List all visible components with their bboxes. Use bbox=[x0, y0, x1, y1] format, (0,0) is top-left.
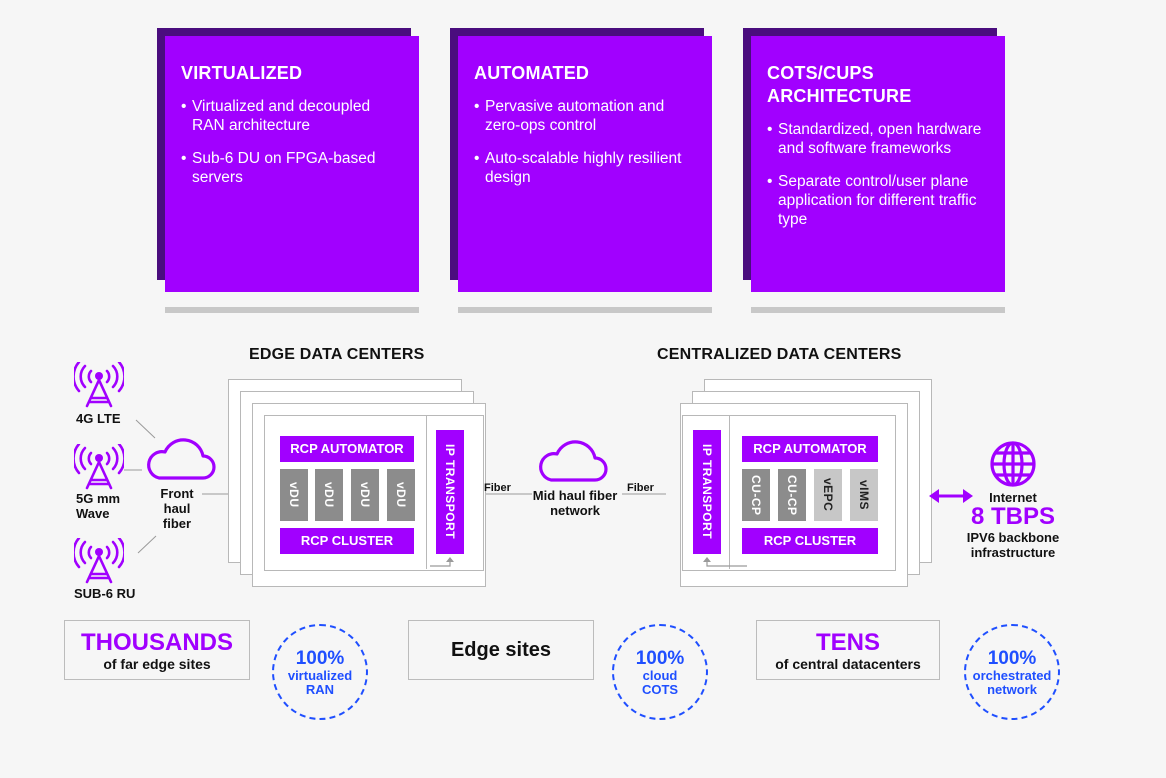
central-cu-cp: CU-CP bbox=[778, 469, 806, 521]
internet-label: Internet bbox=[989, 490, 1037, 505]
card-bullet: Separate control/user plane application … bbox=[767, 172, 989, 229]
card-bullet: Pervasive automation and zero-ops contro… bbox=[474, 97, 696, 135]
front-haul-cloud-icon bbox=[147, 438, 216, 480]
stat-tens-big: TENS bbox=[815, 629, 880, 656]
circle-label: RAN bbox=[305, 681, 335, 697]
card-underline bbox=[165, 307, 419, 313]
fiber-label-left: Fiber bbox=[484, 482, 511, 494]
card-face: VIRTUALIZED Virtualized and decoupled RA… bbox=[165, 36, 419, 292]
card-face: COTS/CUPS ARCHITECTURE Standardized, ope… bbox=[751, 36, 1005, 292]
circle-value: 100% bbox=[635, 647, 685, 669]
card-underline bbox=[458, 307, 712, 313]
card-bullet: Virtualized and decoupled RAN architectu… bbox=[181, 97, 403, 135]
tower-label-sub6: SUB-6 RU bbox=[74, 586, 136, 601]
internet-desc: IPV6 backbone infrastructure bbox=[966, 530, 1060, 560]
central-vepc: vEPC bbox=[814, 469, 842, 521]
central-cluster: RCP CLUSTER bbox=[742, 528, 878, 554]
circle-virtualized-ran: 100% virtualized RAN bbox=[272, 624, 368, 720]
circle-orchestrated-network: 100% orchestrated network bbox=[964, 624, 1060, 720]
stat-thousands-big: THOUSANDS bbox=[80, 629, 233, 656]
card-title: AUTOMATED bbox=[474, 63, 590, 83]
card-underline bbox=[751, 307, 1005, 313]
stat-thousands-small: of far edge sites bbox=[103, 656, 211, 672]
central-vims: vIMS bbox=[850, 469, 878, 521]
stat-tens: TENS of central datacenters bbox=[756, 620, 940, 680]
card-title: COTS/CUPS ARCHITECTURE bbox=[767, 63, 912, 106]
fiber-label-right: Fiber bbox=[627, 482, 654, 494]
globe-icon bbox=[990, 441, 1036, 487]
tower-icon bbox=[74, 362, 124, 408]
stat-edge-sites-label: Edge sites bbox=[450, 639, 552, 661]
circle-cloud-cots: 100% cloud COTS bbox=[612, 624, 708, 720]
edge-ip-transport: IP TRANSPORT bbox=[436, 430, 464, 554]
mid-haul-cloud-icon bbox=[539, 440, 608, 482]
card-virtualized: VIRTUALIZED Virtualized and decoupled RA… bbox=[157, 28, 419, 313]
double-arrow-icon bbox=[929, 489, 973, 503]
card-automated: AUTOMATED Pervasive automation and zero-… bbox=[450, 28, 712, 313]
central-automator: RCP AUTOMATOR bbox=[742, 436, 878, 462]
card-title: VIRTUALIZED bbox=[181, 63, 303, 83]
circle-label: cloud bbox=[642, 667, 678, 683]
card-bullet: Auto-scalable highly resilient design bbox=[474, 149, 696, 187]
edge-automator: RCP AUTOMATOR bbox=[280, 436, 414, 462]
edge-vdu: vDU bbox=[387, 469, 415, 521]
tower-label-5g: 5G mm Wave bbox=[76, 491, 121, 521]
internet-speed: 8 TBPS bbox=[970, 503, 1056, 530]
tower-label-4g: 4G LTE bbox=[76, 411, 121, 426]
mid-haul-label: Mid haul fiber network bbox=[532, 488, 618, 518]
edge-title: EDGE DATA CENTERS bbox=[249, 346, 425, 363]
edge-vdu: vDU bbox=[351, 469, 379, 521]
circle-label: network bbox=[987, 681, 1037, 697]
central-ip-transport: IP TRANSPORT bbox=[693, 430, 721, 554]
edge-transport-divider bbox=[426, 416, 427, 569]
edge-transport-arrow-icon bbox=[430, 557, 454, 567]
circle-value: 100% bbox=[295, 647, 345, 669]
stat-tens-small: of central datacenters bbox=[775, 656, 921, 672]
front-haul-label: Front haul fiber bbox=[160, 486, 194, 531]
central-transport-arrow-icon bbox=[703, 557, 747, 567]
edge-vdu: vDU bbox=[280, 469, 308, 521]
edge-vdu: vDU bbox=[315, 469, 343, 521]
stat-thousands: THOUSANDS of far edge sites bbox=[64, 620, 250, 680]
circle-label: virtualized bbox=[287, 667, 353, 683]
card-face: AUTOMATED Pervasive automation and zero-… bbox=[458, 36, 712, 292]
circle-label: orchestrated bbox=[972, 667, 1052, 683]
circle-label: COTS bbox=[641, 681, 679, 697]
card-bullet: Sub-6 DU on FPGA-based servers bbox=[181, 149, 403, 187]
central-cu-cp: CU-CP bbox=[742, 469, 770, 521]
stat-edge-sites: Edge sites bbox=[408, 620, 594, 680]
central-title: CENTRALIZED DATA CENTERS bbox=[657, 346, 902, 363]
card-bullet: Standardized, open hardware and software… bbox=[767, 120, 989, 158]
card-cots-cups: COTS/CUPS ARCHITECTURE Standardized, ope… bbox=[743, 28, 1005, 313]
tower-icon bbox=[74, 444, 124, 490]
tower-icon bbox=[74, 538, 124, 584]
circle-value: 100% bbox=[987, 647, 1037, 669]
edge-cluster: RCP CLUSTER bbox=[280, 528, 414, 554]
central-transport-divider bbox=[729, 416, 730, 569]
